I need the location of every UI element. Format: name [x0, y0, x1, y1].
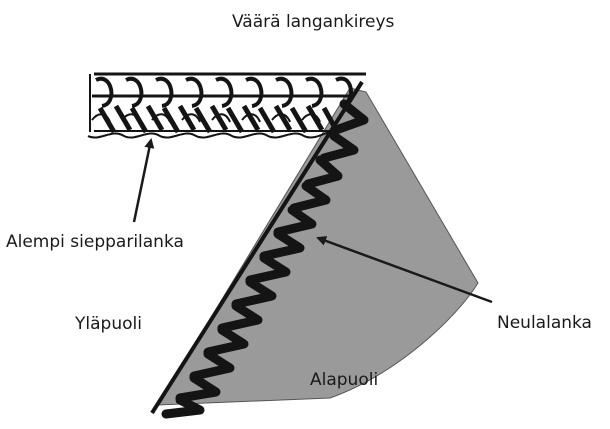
needle-thread-label: Neulalanka — [497, 313, 592, 333]
top-side-label: Yläpuoli — [75, 314, 142, 334]
needle-arrow — [316, 236, 493, 304]
looper-arrow — [132, 138, 155, 223]
fabric-edge-line — [150, 80, 364, 415]
bottom-side-label: Alapuoli — [310, 370, 379, 390]
diagram-title: Väärä langankireys — [232, 12, 395, 32]
lower-looper-stitch-band — [87, 72, 366, 139]
needle-thread-stitches — [161, 99, 369, 419]
lower-looper-label: Alempi siepparilanka — [6, 232, 184, 252]
